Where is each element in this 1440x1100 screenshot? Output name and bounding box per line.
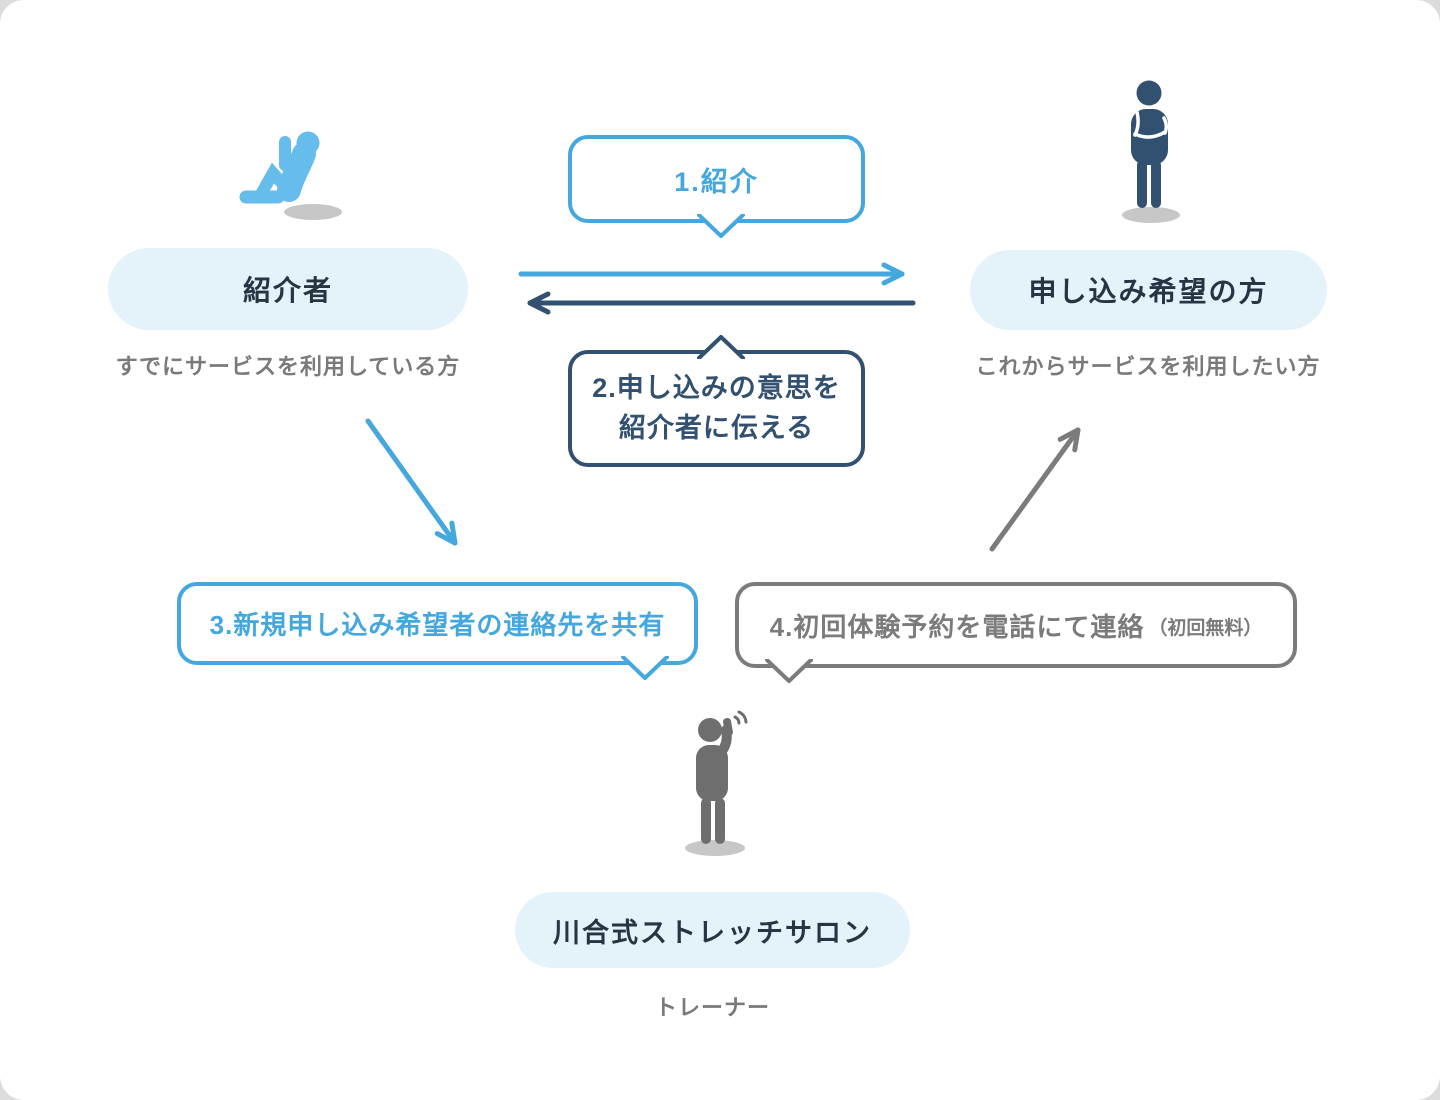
applicant-label: 申し込み希望の方 (1028, 276, 1269, 307)
standing-person-icon (1122, 80, 1180, 223)
applicant-pill: 申し込み希望の方 (970, 250, 1327, 330)
phone-call-person-icon (685, 710, 748, 856)
step2-line2: 紹介者に伝える (618, 412, 815, 443)
referrer-label: 紹介者 (242, 275, 333, 306)
referrer-subtitle: すでにサービスを利用している方 (115, 354, 461, 379)
step2-label: 2.申し込みの意思を 紹介者に伝える (592, 369, 841, 447)
step2-bubble-tail (697, 335, 745, 359)
referrer-pill: 紹介者 (108, 248, 468, 330)
step1-bubble: 1.紹介 (568, 135, 865, 238)
step4-bubble: 4.初回体験予約を電話にて連絡 （初回無料） (735, 582, 1297, 683)
salon-subtitle: トレーナー (654, 995, 770, 1020)
step4-note: （初回無料） (1148, 618, 1263, 639)
sitting-stretch-person-icon (239, 131, 342, 220)
step1-label: 1.紹介 (674, 166, 759, 197)
arrow-phone-contact (989, 427, 1081, 552)
step1-bubble-tail (697, 214, 745, 238)
step3-label: 3.新規申し込み希望者の連絡先を共有 (209, 610, 666, 640)
salon-label: 川合式ストレッチサロン (553, 917, 872, 948)
step2-line1: 2.申し込みの意思を (592, 373, 841, 404)
step4-bubble-tail (765, 659, 813, 683)
salon-pill: 川合式ストレッチサロン (515, 892, 910, 968)
step4-label: 4.初回体験予約を電話にて連絡 (769, 611, 1145, 642)
applicant-subtitle: これからサービスを利用したい方 (975, 354, 1321, 379)
step2-bubble: 2.申し込みの意思を 紹介者に伝える (568, 335, 865, 467)
step3-bubble-tail (621, 656, 669, 680)
step3-bubble: 3.新規申し込み希望者の連絡先を共有 (177, 582, 698, 680)
arrow-share-contact (365, 418, 458, 546)
